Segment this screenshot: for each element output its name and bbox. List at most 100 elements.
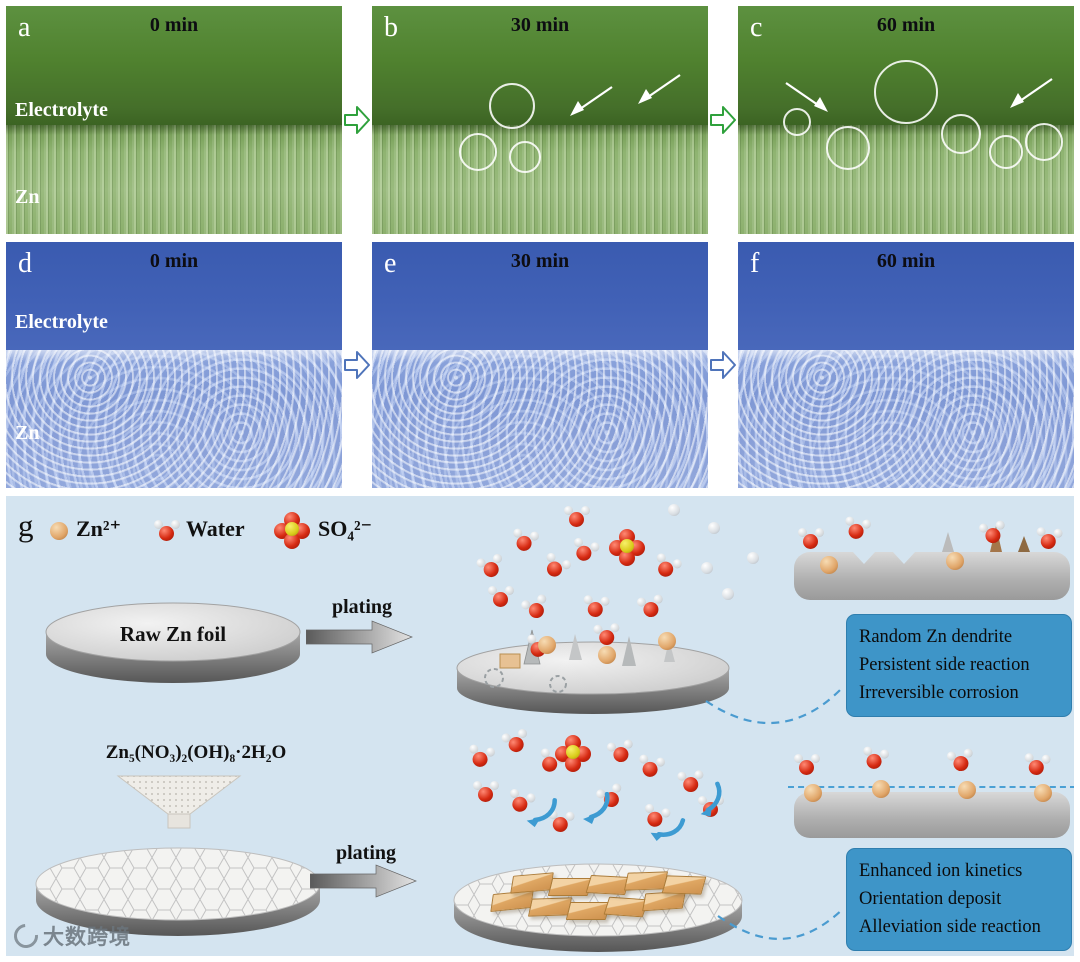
zn-region xyxy=(6,350,342,488)
legend: Zn²⁺ Water SO₄²⁻ xyxy=(42,510,462,556)
legend-water-label: Water xyxy=(186,516,245,541)
bubble-circle-annotation xyxy=(489,83,535,129)
water-molecule xyxy=(570,537,601,565)
micrograph-row-2: d 0 min Electrolyte Zn e 30 min f 60 min xyxy=(6,242,1074,488)
micrograph-panel-e: e 30 min xyxy=(372,242,708,488)
electrolyte-region xyxy=(372,6,708,125)
plating-label-bottom: plating xyxy=(335,842,397,864)
water-molecule xyxy=(651,552,683,582)
water-molecule xyxy=(946,747,975,774)
dendrite-spike xyxy=(622,636,636,666)
dendrite-spike xyxy=(942,532,954,552)
info-line: Enhanced ion kinetics xyxy=(859,861,1023,881)
corrosion-pit xyxy=(852,551,876,564)
micrograph-panel-c: c 60 min xyxy=(738,6,1074,234)
deposition-arrow-icon xyxy=(692,781,731,825)
zn-ion xyxy=(958,781,976,799)
bubble-circle-annotation xyxy=(874,60,938,124)
electrolyte-region xyxy=(372,242,708,351)
plating-label-top: plating xyxy=(331,596,393,618)
zn-ion xyxy=(538,636,556,654)
water-molecule xyxy=(842,515,872,542)
dendrite-spike xyxy=(569,634,582,660)
water-molecule xyxy=(582,594,610,619)
deposition-arrow-icon xyxy=(581,791,611,829)
deposition-arrow-icon xyxy=(523,794,559,836)
zn-crystal xyxy=(499,653,521,669)
step-arrow-slot xyxy=(342,242,372,488)
info-line: Persistent side reaction xyxy=(859,654,1030,675)
bubble-circle-annotation xyxy=(1025,123,1063,161)
water-molecule xyxy=(636,593,665,620)
micrograph-row-1: a 0 min Electrolyte Zn b 30 min c 60 min xyxy=(6,6,1074,234)
dendrite-spike xyxy=(664,640,675,662)
indicator-arrow-icon xyxy=(784,80,830,119)
micrograph-panel-d: d 0 min Electrolyte Zn xyxy=(6,242,342,488)
time-label: 30 min xyxy=(510,250,570,272)
water-molecule xyxy=(488,586,514,608)
zn-region xyxy=(372,124,708,234)
dendrite-swirl xyxy=(484,668,504,688)
micrograph-panel-a: a 0 min Electrolyte Zn xyxy=(6,6,342,234)
time-label: 60 min xyxy=(876,14,936,36)
kinetics-info-box: Enhanced ion kinetics Orientation deposi… xyxy=(846,848,1072,952)
indicator-arrow-icon xyxy=(568,84,614,123)
indicator-arrow-icon xyxy=(1008,76,1054,115)
info-line: Random Zn dendrite xyxy=(859,627,1013,647)
water-molecule xyxy=(636,753,666,780)
time-label: 30 min xyxy=(510,14,570,36)
info-line: Irreversible corrosion xyxy=(859,682,1019,703)
zn-label: Zn xyxy=(15,186,40,209)
bubble-circle-annotation xyxy=(989,135,1023,169)
coated-zn-foil-disk xyxy=(35,847,321,936)
deposition-arrow-icon xyxy=(645,807,688,853)
water-molecule xyxy=(475,553,507,581)
raw-zn-foil-disk xyxy=(45,602,301,683)
hydrogen-sphere xyxy=(701,562,713,574)
compound-label: Zn₅(NO₃)₂(OH)₈·2H₂O xyxy=(105,742,287,763)
bubble-circle-annotation xyxy=(826,126,870,170)
water-molecule xyxy=(500,728,532,756)
hydrogen-sphere xyxy=(722,588,734,600)
zn-region xyxy=(738,350,1074,488)
zn-region xyxy=(6,124,342,234)
time-label: 60 min xyxy=(876,250,936,272)
time-label: 0 min xyxy=(149,250,199,272)
zn-ion xyxy=(804,784,822,802)
bubble-circle-annotation xyxy=(509,141,541,173)
step-arrow-slot xyxy=(708,242,738,488)
bubble-circle-annotation xyxy=(459,133,497,171)
dendrite-swirl xyxy=(549,675,567,693)
watermark-logo-icon xyxy=(9,919,43,953)
step-arrow-slot xyxy=(708,6,738,234)
water-molecule xyxy=(564,506,590,528)
schematic-panel-g: g Zn²⁺ Water SO₄²⁻ Raw Zn foil plating xyxy=(6,496,1074,956)
oriented-zn-cuboid xyxy=(510,872,554,894)
water-molecule xyxy=(593,622,621,647)
indicator-arrow-icon xyxy=(636,72,682,111)
zn-label: Zn xyxy=(15,421,40,444)
panel-label-b: b xyxy=(384,12,398,43)
micrograph-panel-b: b 30 min xyxy=(372,6,708,234)
green-hollow-arrow-icon xyxy=(710,106,736,134)
coating-funnel xyxy=(116,775,242,829)
water-molecule xyxy=(606,738,635,765)
water-molecule xyxy=(978,519,1007,546)
water-molecule xyxy=(798,528,824,550)
panel-label-g: g xyxy=(18,508,34,543)
water-molecule xyxy=(510,527,540,554)
panel-label-a: a xyxy=(18,12,31,43)
water-molecule-icon xyxy=(154,520,180,542)
zn-ion xyxy=(1034,784,1052,802)
hydrogen-sphere xyxy=(747,552,759,564)
panel-label-c: c xyxy=(750,12,763,43)
info-line: Orientation deposit xyxy=(859,888,1002,909)
oriented-zn-cuboid xyxy=(623,871,669,891)
electrolyte-region xyxy=(738,242,1074,351)
water-molecule xyxy=(860,745,890,772)
info-line: Alleviation side reaction xyxy=(859,916,1041,937)
water-molecule xyxy=(1023,752,1051,777)
legend-sulfate-label: SO₄²⁻ xyxy=(318,516,373,541)
legend-zn-label: Zn²⁺ xyxy=(76,516,122,541)
electrolyte-label: Electrolyte xyxy=(15,310,108,333)
